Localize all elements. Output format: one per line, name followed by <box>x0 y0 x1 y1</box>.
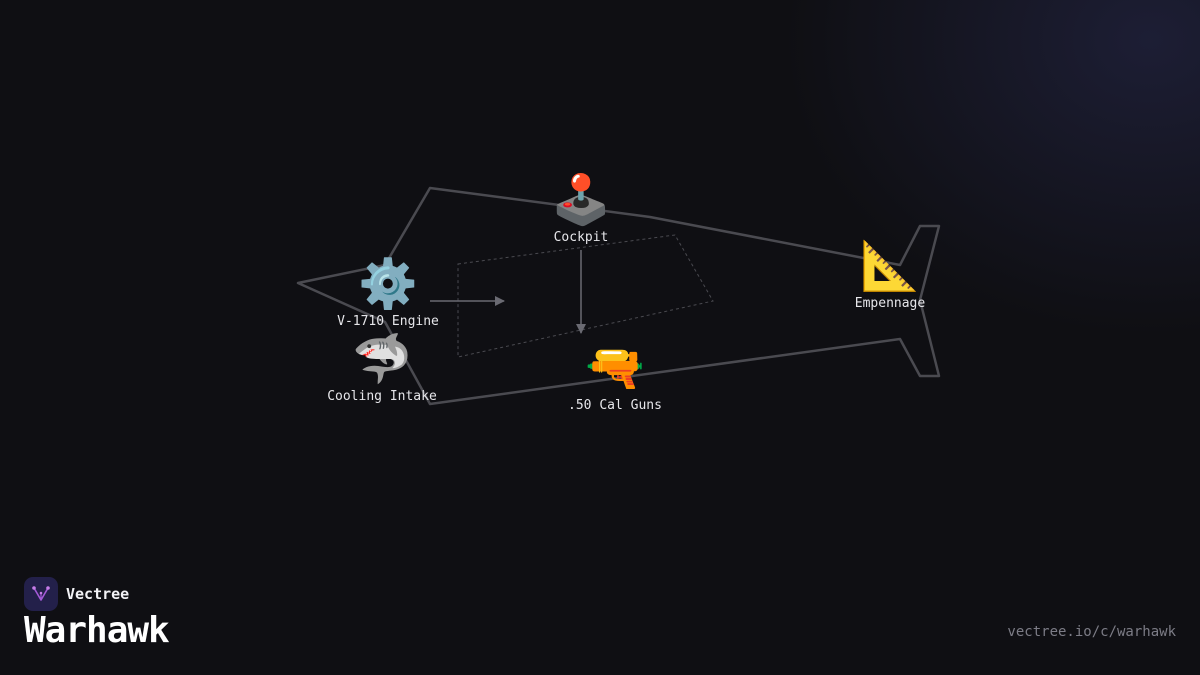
shark-icon: 🦈 <box>352 331 412 387</box>
wing-dashed-outline <box>457 234 714 358</box>
node-engine[interactable]: ⚙️ V-1710 Engine <box>328 256 448 329</box>
brand[interactable]: Vectree <box>24 577 129 611</box>
page-title: Warhawk <box>24 610 170 651</box>
joystick-icon: 🕹️ <box>551 172 611 228</box>
node-guns[interactable]: 🔫 .50 Cal Guns <box>555 340 675 413</box>
triangle-ruler-icon: 📐 <box>860 238 920 294</box>
fuselage-outline <box>296 186 941 406</box>
node-intake-label: Cooling Intake <box>327 389 437 404</box>
gear-icon: ⚙️ <box>358 256 418 312</box>
node-intake[interactable]: 🦈 Cooling Intake <box>312 331 452 404</box>
vectree-logo-icon <box>24 577 58 611</box>
document-url[interactable]: vectree.io/c/warhawk <box>1007 624 1176 640</box>
node-empennage[interactable]: 📐 Empennage <box>840 238 940 311</box>
node-empennage-label: Empennage <box>854 296 926 311</box>
node-engine-label: V-1710 Engine <box>337 314 439 329</box>
node-cockpit-label: Cockpit <box>553 230 609 245</box>
brand-name: Vectree <box>66 585 130 603</box>
node-guns-label: .50 Cal Guns <box>568 398 662 413</box>
water-pistol-icon: 🔫 <box>585 340 645 396</box>
node-cockpit[interactable]: 🕹️ Cockpit <box>536 172 626 245</box>
